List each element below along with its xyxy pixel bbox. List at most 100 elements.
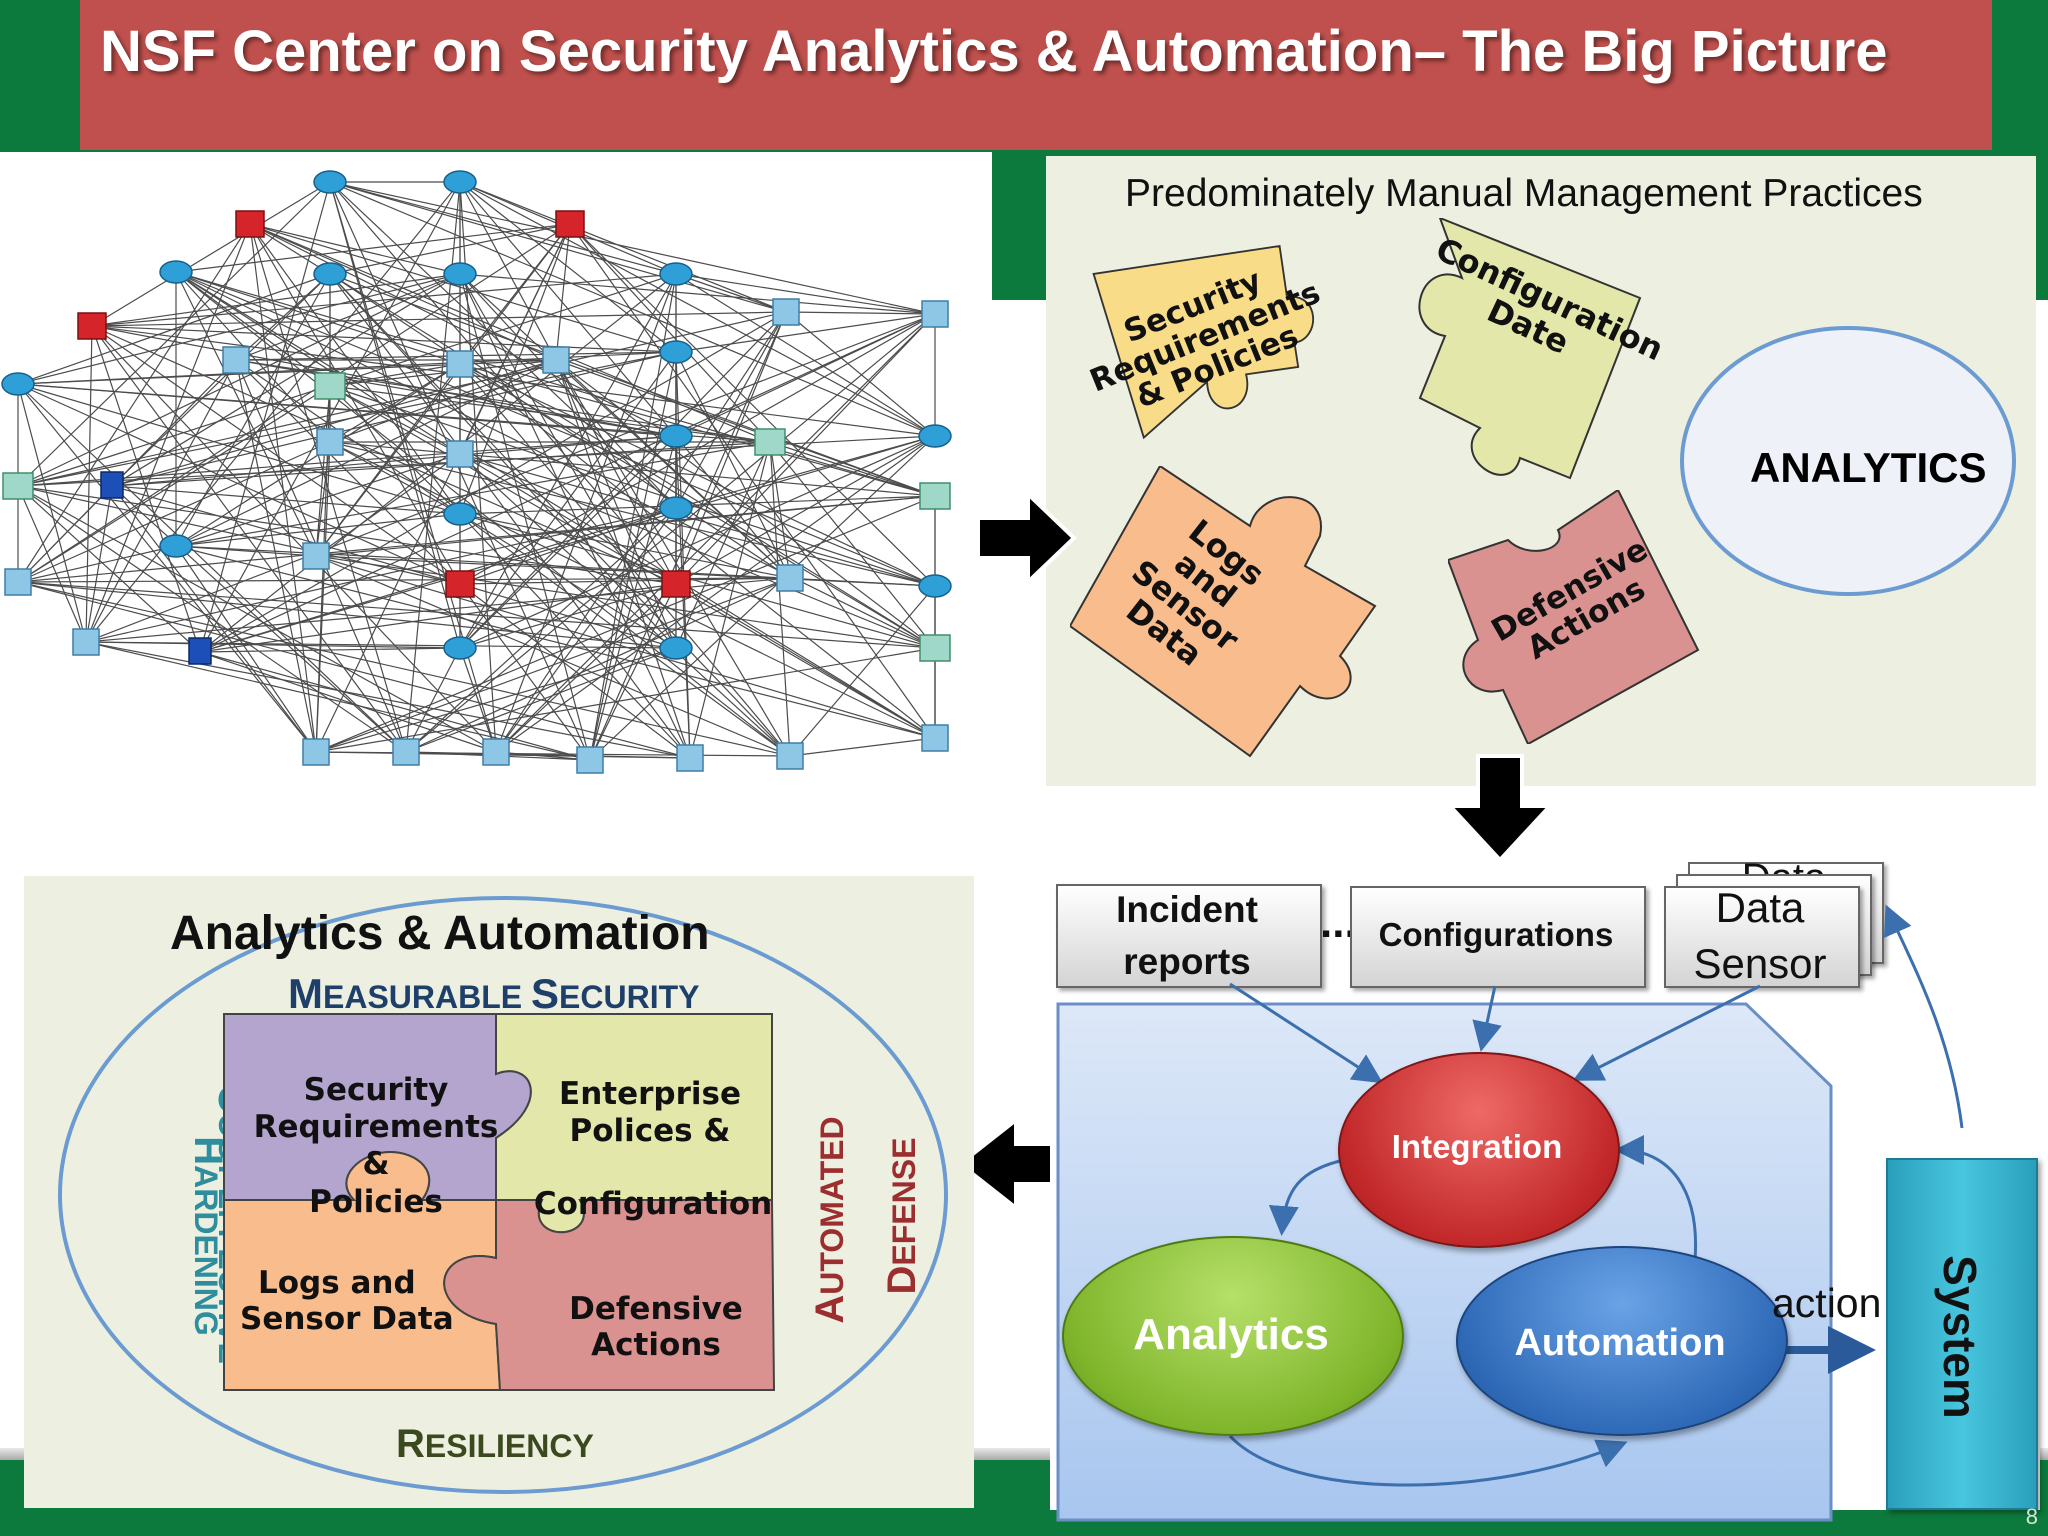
network-link [459,181,677,585]
network-link [315,577,791,753]
network-link [199,651,497,753]
network-link [459,181,787,313]
router-icon [443,502,477,526]
network-link [555,359,936,497]
network-link [459,583,691,759]
network-link [459,351,677,649]
network-link [175,271,936,587]
server-icon [919,634,951,662]
network-link [17,273,677,487]
network-link [315,555,936,587]
network-link [91,273,677,327]
network-link [315,495,936,753]
network-link [405,507,677,753]
network-link [111,273,461,487]
network-link [459,311,787,649]
network-link [459,507,677,585]
switch-icon [392,738,420,766]
switch-icon [676,744,704,772]
network-link [405,313,936,753]
network-link [459,273,936,315]
router-icon [159,260,193,284]
network-link [315,555,791,757]
network-link [459,453,936,497]
network-link [589,583,677,761]
network-link [17,581,677,649]
automated-label: AUTOMATED [808,1100,853,1340]
network-link [175,271,331,387]
network-link [175,271,936,497]
network-link [17,485,87,643]
network-link [91,325,497,753]
firewall-icon [77,312,107,340]
network-link [405,647,677,753]
network-link [329,273,936,497]
network-link [329,359,557,387]
network-link [459,453,936,649]
incident-reports-line-1: Incident [1116,889,1258,930]
assembled-defensive-line-2: Actions [591,1326,721,1363]
network-link [459,513,791,579]
arrow-sensor-to-integration [1572,984,1761,1081]
network-link [495,311,787,753]
router-icon [443,170,477,194]
network-link [17,383,87,643]
manual-practices-heading: Predominately Manual Management Practice… [1125,172,1923,215]
network-link [199,651,591,761]
switch-icon [302,542,330,570]
switch-icon [776,742,804,770]
router-icon [918,424,952,448]
network-link [315,363,461,557]
assembled-configuration-text: Configuration [533,1186,773,1222]
network-link [459,647,497,753]
network-link [459,363,936,497]
network-link [495,583,677,753]
network-link [175,441,771,547]
assembled-piece-defensive [443,1199,776,1391]
assembled-enterprise-line-2: Polices & [569,1113,731,1150]
measurable-security-big2: S [531,970,560,1017]
network-link [111,351,677,487]
network-link [91,325,407,753]
defense-big: D [880,1265,924,1295]
network-link [17,435,677,487]
router-icon [659,496,693,520]
network-link [91,181,331,327]
arrow-config-to-integration [1472,985,1502,1052]
network-link [17,485,201,653]
network-link [235,273,461,361]
router-icon [918,574,952,598]
measurable-security-small2: ECURITY [559,979,700,1015]
configurations-label: Configurations [1378,916,1614,953]
network-link [329,223,571,275]
router-icon [659,340,693,364]
network-link [315,647,677,753]
network-link [17,351,677,487]
network-link [459,513,691,759]
router-icon [443,262,477,286]
network-link [459,513,791,757]
incident-reports-line-2: reports [1123,941,1251,982]
assembled-security-text: Security Requirements & Policies [246,1072,506,1221]
network-link [91,325,677,353]
network-link [315,223,571,753]
network-link [315,453,461,557]
network-link [675,311,787,585]
network-link [769,441,936,497]
puzzle-piece-logs-sensor-data: Logs and Sensor Data [1070,466,1380,760]
network-link [329,385,461,455]
network-link [555,223,571,361]
configurations-box [1350,886,1646,988]
title-bar [80,0,1992,150]
network-link [17,485,113,583]
network-link [459,583,677,649]
network-link [175,513,461,547]
switch-icon [576,746,604,774]
network-link [249,223,677,437]
switch-icon [302,738,330,766]
defense-small: EFENSE [886,1137,922,1266]
network-link [315,385,331,557]
network-link [17,581,791,757]
incident-reports-label: Incident reports [1056,884,1318,988]
network-link [17,383,461,515]
